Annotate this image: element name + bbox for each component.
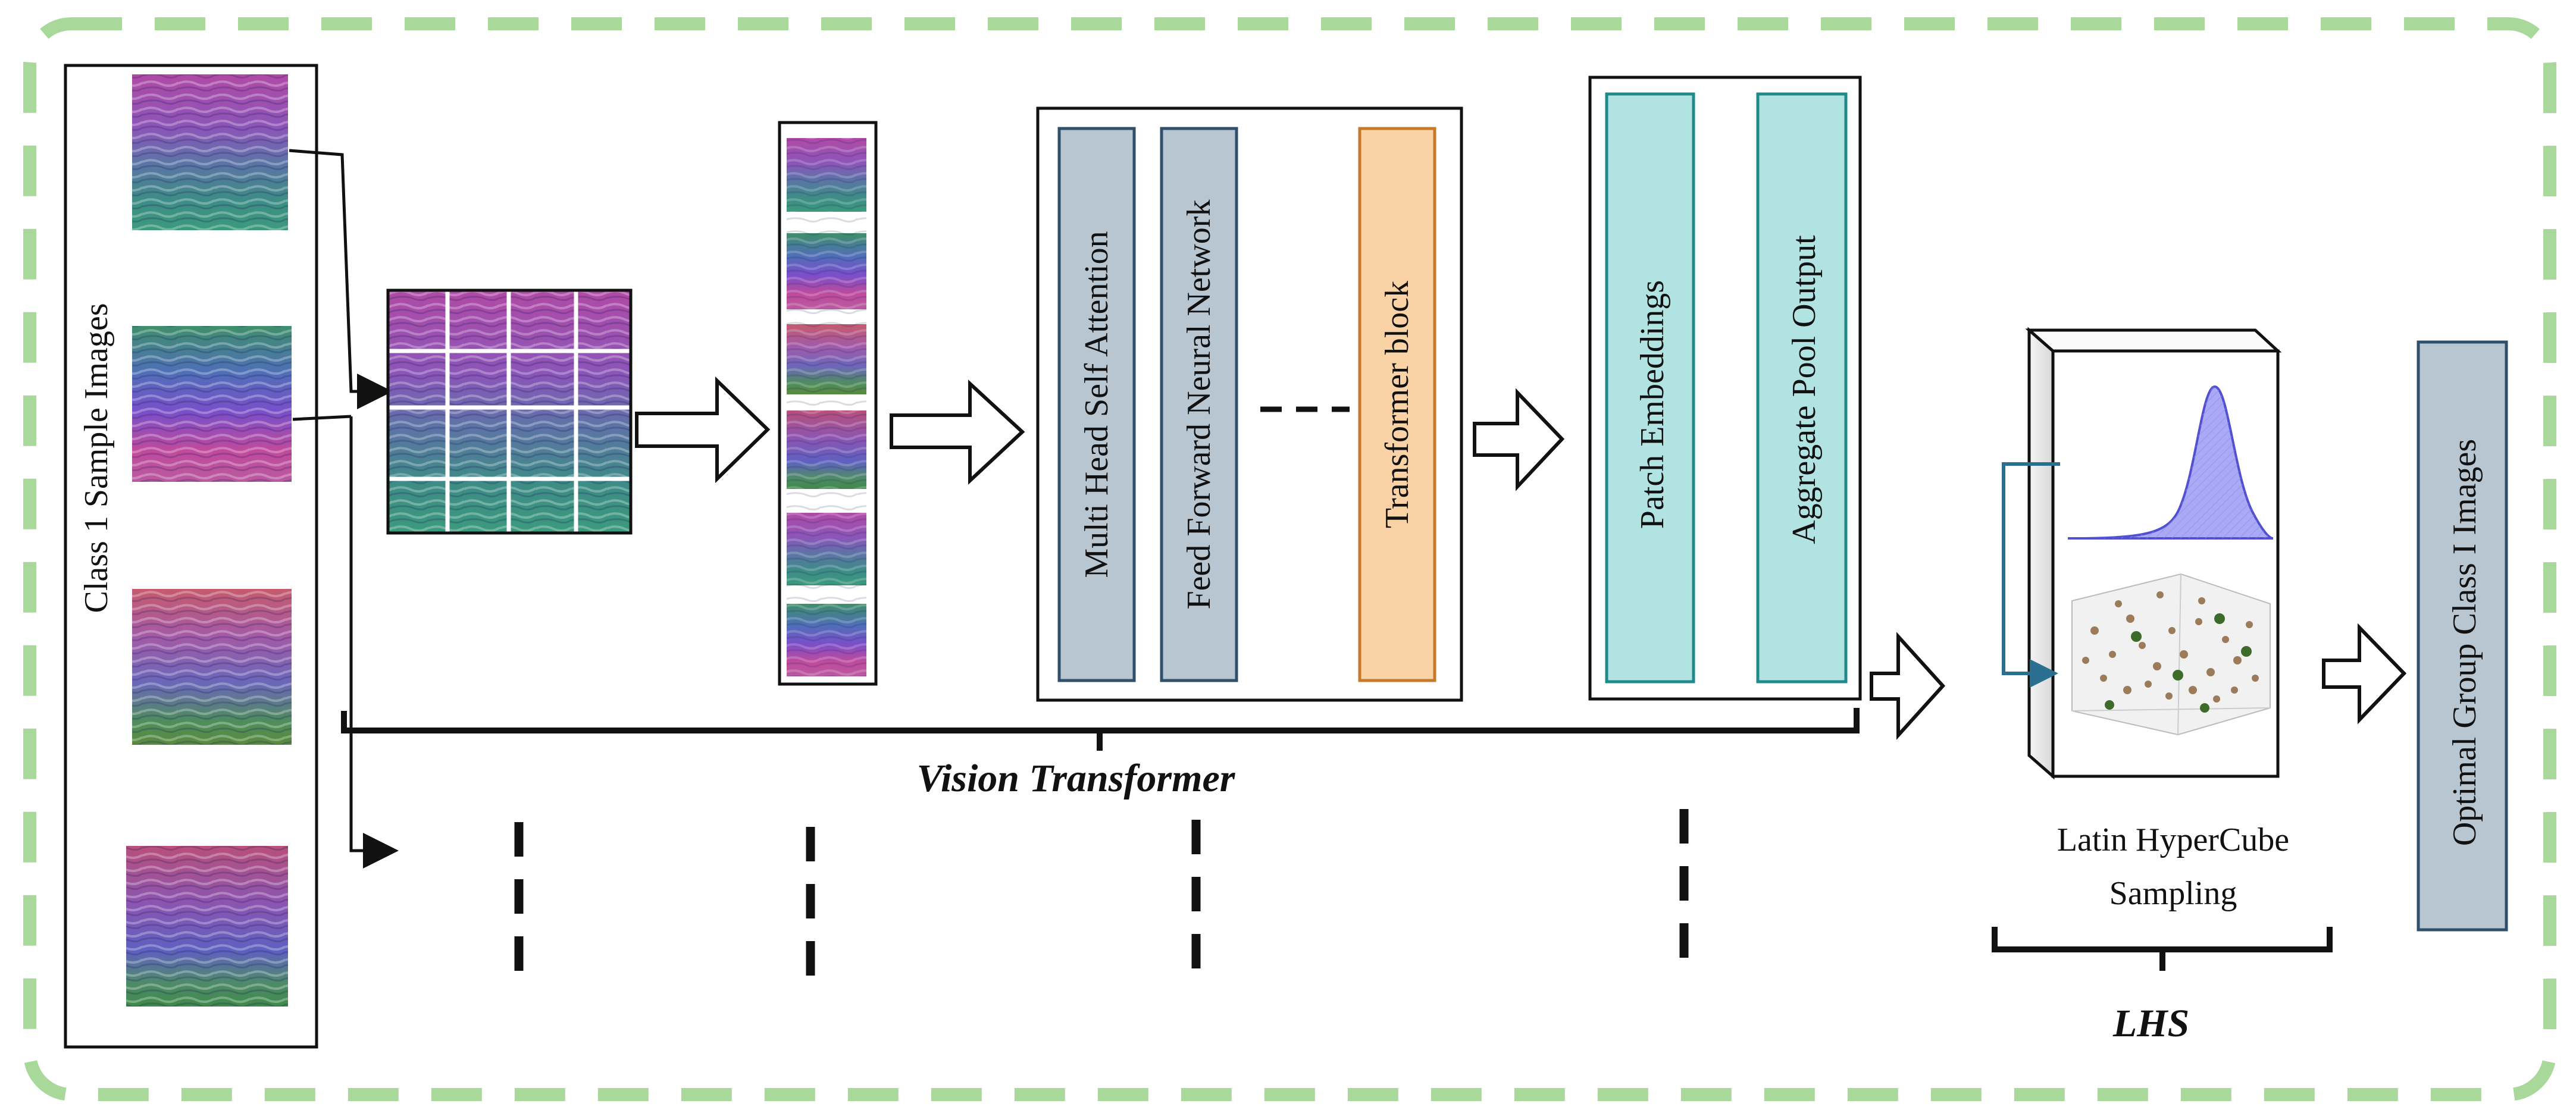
outer-dashed-frame	[23, 17, 2556, 1101]
right-block-arrow-icon	[1870, 632, 1946, 740]
optimal-group-block: Optimal Group Class I Images	[2417, 340, 2508, 932]
sample-image-4	[126, 846, 288, 1007]
embedding-pool-box: Patch Embeddings Aggregate Pool Output	[1588, 76, 1862, 701]
aggregate-pool-block: Aggregate Pool Output	[1756, 92, 1848, 684]
transformer-block-label: Transformer block	[1379, 281, 1416, 528]
right-block-arrow-icon	[2322, 623, 2407, 725]
vision-transformer-label: Vision Transformer	[917, 757, 1236, 800]
sample-image-1	[132, 74, 288, 230]
multi-head-attention-label: Multi Head Self Attention	[1078, 231, 1115, 578]
right-block-arrow-icon	[890, 380, 1025, 485]
patch-embeddings-label: Patch Embeddings	[1634, 280, 1671, 529]
scatter-3d-plot	[2071, 573, 2271, 736]
feedback-arrow	[2002, 462, 2060, 688]
patch-sequence-column	[778, 121, 878, 686]
patch-grid-image	[386, 289, 633, 535]
aggregate-pool-label: Aggregate Pool Output	[1786, 235, 1823, 544]
gaussian-distribution-plot	[2067, 385, 2274, 540]
right-block-arrow-icon	[635, 376, 771, 484]
multi-head-attention-block: Multi Head Self Attention	[1057, 127, 1136, 682]
sample-images-panel: Class 1 Sample Images	[64, 64, 318, 1049]
lhs-bracket	[1992, 927, 2333, 971]
lhs-cube	[2002, 327, 2282, 780]
lhs-title-line1: Latin HyperCube	[2057, 822, 2289, 858]
feed-forward-block: Feed Forward Neural Network	[1160, 127, 1238, 682]
vision-transformer-bracket	[341, 708, 1860, 751]
optimal-group-label: Optimal Group Class I Images	[2446, 439, 2483, 846]
patch-embeddings-block: Patch Embeddings	[1605, 92, 1695, 684]
sample-image-2	[132, 326, 292, 482]
repetition-dashes	[514, 809, 1689, 987]
lhs-label: LHS	[2112, 1002, 2189, 1045]
class-sample-images-label: Class 1 Sample Images	[78, 303, 115, 613]
lhs-title-line2: Sampling	[2109, 875, 2237, 912]
sample-image-3	[132, 589, 292, 745]
transformer-encoder-box: Multi Head Self Attention Feed Forward N…	[1036, 106, 1463, 702]
feed-forward-label: Feed Forward Neural Network	[1181, 200, 1217, 610]
transformer-block: Transformer block	[1358, 127, 1436, 682]
right-block-arrow-icon	[1473, 388, 1565, 491]
